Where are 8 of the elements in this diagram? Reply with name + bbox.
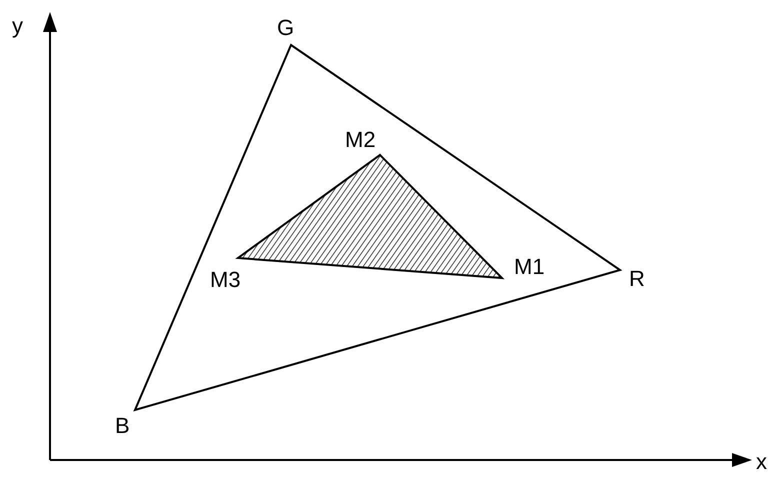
vertex-label: M1 bbox=[514, 255, 545, 279]
vertex-label: G bbox=[277, 16, 294, 40]
vertex-label: B bbox=[115, 414, 130, 438]
axis-label: x bbox=[756, 450, 767, 474]
axis-label: y bbox=[12, 14, 23, 38]
vertex-label: M2 bbox=[345, 128, 376, 152]
vertex-label: M3 bbox=[210, 268, 241, 292]
vertex-label: R bbox=[629, 267, 645, 291]
